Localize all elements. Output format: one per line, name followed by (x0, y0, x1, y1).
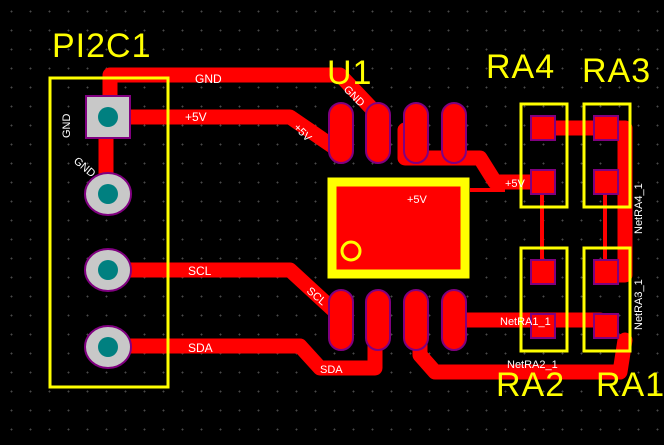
u1-pin-6[interactable] (403, 102, 429, 164)
pi2c1-pad-1[interactable] (85, 95, 131, 139)
ra4-outline (519, 102, 569, 209)
ra2-outline (519, 246, 569, 353)
silkscreen-outlines (48, 76, 632, 389)
net-label-netra1: NetRA1_1 (500, 316, 551, 328)
ra2-pad-1[interactable] (530, 259, 556, 285)
ra4-pad-1[interactable] (530, 115, 556, 141)
pi2c1-pad-1-hole (98, 107, 118, 127)
pi2c1-outline (48, 76, 170, 389)
u1-pin-1[interactable] (328, 289, 354, 351)
net-label-gnd: GND (195, 72, 222, 86)
net-label-scl: SCL (188, 264, 212, 278)
ra4-designator: RA4 (486, 48, 555, 86)
ra1-designator: RA1 (596, 366, 664, 404)
ra4-pad-2[interactable] (530, 169, 556, 195)
net-label-netra3: NetRA3_1 (633, 279, 645, 330)
ra1-pad-1[interactable] (593, 259, 619, 285)
u1-pads (328, 102, 467, 351)
net-label-gnd-pad2: GND (71, 155, 97, 180)
u1-pin-8[interactable] (328, 102, 354, 164)
u1-pin-2[interactable] (365, 289, 391, 351)
trace-vcc[interactable] (112, 109, 346, 158)
u1-pin-7[interactable] (365, 102, 391, 164)
ra3-designator: RA3 (582, 52, 651, 90)
u1-designator: U1 (327, 54, 372, 92)
net-label-sda-u1: SDA (320, 364, 343, 376)
trace-sda[interactable] (102, 312, 383, 376)
trace-scl[interactable] (102, 262, 348, 324)
ra3-pad-1[interactable] (593, 115, 619, 141)
u1-pin1-marker (340, 240, 362, 262)
net-labels: GND +5V SCL SDA GND GND GND +5V +5V +5V … (61, 72, 645, 376)
pi2c1-pad-3-hole (98, 260, 118, 280)
ra2-pad-2[interactable] (530, 313, 556, 339)
ra1-pad-2[interactable] (593, 313, 619, 339)
pi2c1-pad-4-hole (98, 337, 118, 357)
resistor-pads (530, 115, 619, 339)
ra3-pad-2[interactable] (593, 169, 619, 195)
net-label-vcc-ra: +5V (505, 178, 526, 190)
net-label-vcc: +5V (185, 110, 207, 124)
net-label-netra4: NetRA4_1 (633, 183, 645, 234)
designators: PI2C1 U1 RA4 RA3 RA2 RA1 (52, 27, 664, 404)
net-label-vcc-body: +5V (407, 194, 428, 206)
net-label-sda: SDA (188, 341, 213, 355)
pi2c1-pad-2-hole (98, 184, 118, 204)
ra2-designator: RA2 (496, 366, 565, 404)
ra1-outline (582, 246, 632, 353)
pi2c1-pads (84, 95, 132, 369)
u1-pin-5[interactable] (441, 102, 467, 164)
pi2c1-designator: PI2C1 (52, 27, 152, 65)
net-label-netra2: NetRA2_1 (507, 359, 558, 371)
net-label-gnd-pad1: GND (61, 114, 73, 139)
u1-pin-4[interactable] (441, 289, 467, 351)
ra3-outline (582, 102, 632, 209)
u1-outline (327, 177, 470, 279)
u1-pin-3[interactable] (403, 289, 429, 351)
